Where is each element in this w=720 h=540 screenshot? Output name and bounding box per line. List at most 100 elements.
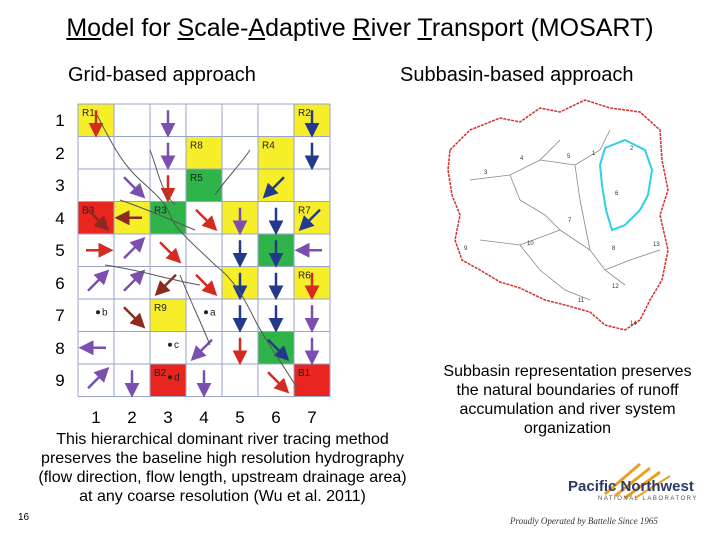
grid-col-label: 7: [307, 408, 317, 427]
subbasin-caption: Subbasin representation preserves the na…: [443, 363, 692, 437]
subbasin-label: 2: [630, 146, 634, 152]
flow-direction-arrow: [262, 176, 285, 199]
logo-lab: NATIONAL LABORATORY: [598, 496, 698, 502]
title-part: S: [177, 14, 195, 42]
flow-direction-arrow: [123, 306, 146, 329]
grid-approach-heading: Grid-based approach: [68, 64, 256, 86]
subbasin-label: 6: [615, 191, 619, 197]
grid-cell-label: R4: [262, 141, 275, 152]
grid-cell-green: [150, 201, 186, 234]
grid-col-label: 2: [127, 408, 137, 427]
river-trace: [149, 149, 176, 206]
flow-direction-arrow: [87, 208, 110, 232]
grid-cell-label: R2: [298, 108, 311, 119]
grid-point-label: a: [210, 307, 216, 318]
subbasin-approach-heading: Subbasin-based approach: [400, 64, 634, 86]
grid-cell-label: B2: [154, 368, 167, 379]
subbasin-label: 1: [592, 151, 596, 157]
flow-direction-arrow: [267, 371, 290, 394]
title-part: A: [248, 14, 266, 42]
grid-point-label: d: [174, 372, 180, 383]
grid-col-label: 4: [199, 408, 209, 427]
grid-col-label: 1: [91, 408, 101, 427]
flow-direction-arrow: [123, 236, 146, 260]
subbasin-label: 8: [612, 246, 616, 252]
subbasin-boundary: [509, 174, 561, 231]
flow-direction-arrow: [195, 273, 218, 297]
grid-row-label: 2: [55, 143, 65, 163]
grid-cell-yellow: [150, 299, 186, 332]
subbasin-label: 4: [520, 156, 524, 162]
title-part: ransport (MOSART): [431, 14, 654, 42]
subbasin-label: 10: [527, 241, 534, 247]
subbasin-boundary: [574, 164, 591, 251]
subbasin-label: 13: [653, 242, 660, 248]
grid-row-label: 9: [55, 371, 65, 390]
grid-row-label: 5: [55, 241, 65, 260]
flow-direction-arrow: [123, 269, 146, 292]
grid-point-label: c: [174, 340, 179, 351]
subbasin-label: 7: [568, 218, 572, 224]
title-part: cale-: [194, 14, 249, 42]
grid-col-label: 3: [163, 408, 173, 427]
title-part: R: [352, 14, 371, 42]
flow-direction-arrow: [123, 176, 146, 199]
grid-caption: This hierarchical dominant river tracing…: [38, 431, 407, 505]
highlighted-subbasin: [598, 138, 654, 232]
grid-point-label: b: [102, 307, 108, 318]
flow-direction-arrow: [267, 338, 290, 362]
river-trace: [104, 264, 201, 286]
subbasin-label: 3: [484, 170, 488, 176]
title-part: daptive: [265, 14, 353, 42]
grid-row-label: 7: [55, 306, 65, 325]
slide-title: Model for Scale-Adaptive River Transport…: [0, 14, 720, 43]
subbasin-boundary: [469, 139, 561, 181]
grid-cell-label: R1: [82, 108, 95, 119]
river-trace: [119, 199, 196, 231]
grid-cell-red: [150, 364, 186, 397]
flow-direction-arrow: [87, 269, 110, 292]
grid-row-label: 6: [55, 273, 65, 293]
subbasin-boundary: [519, 244, 591, 301]
grid-point: [168, 342, 172, 347]
grid-cell-yellow: [186, 136, 222, 169]
grid-cell-label: R7: [298, 206, 311, 217]
grid-point: [204, 310, 208, 315]
subbasin-label: 5: [567, 154, 571, 160]
subbasin-label: 14: [630, 321, 637, 327]
river-trace: [214, 149, 251, 196]
grid-cell-green: [186, 169, 222, 202]
title-part: Mo: [66, 14, 102, 42]
grid-cell-label: R8: [190, 141, 203, 152]
grid-col-label: 6: [271, 408, 281, 427]
grid-cell-red: [294, 364, 330, 397]
flow-direction-arrow: [159, 241, 182, 264]
grid-point: [168, 375, 172, 380]
subbasin-label: 9: [464, 246, 468, 252]
pnnl-logo: Pacific Northwest NATIONAL LABORATORY Pr…: [510, 460, 710, 536]
logo-name: Pacific Northwest: [568, 478, 694, 495]
flow-direction-arrow: [87, 366, 110, 390]
title-part: iver: [370, 14, 418, 42]
river-trace: [96, 114, 298, 389]
basin-outline: [447, 99, 669, 331]
subbasin-label: 12: [612, 284, 619, 290]
grid-cell-label: R6: [298, 271, 311, 282]
grid-point: [96, 310, 100, 315]
grid-cell-label: R5: [190, 173, 203, 184]
slide-number: 16: [18, 512, 30, 523]
flow-direction-arrow: [298, 208, 321, 232]
grid-col-label: 5: [235, 408, 245, 427]
subbasin-boundary: [539, 129, 611, 166]
subbasin-boundary: [559, 229, 626, 286]
grid-row-label: 8: [55, 338, 65, 358]
grid-cell-label: R9: [154, 303, 167, 314]
logo-tagline: Proudly Operated by Battelle Since 1965: [510, 516, 658, 526]
grid-cell-label: R3: [154, 206, 167, 217]
grid-cell-yellow: [258, 136, 294, 169]
logo-mark-icon: [604, 462, 671, 500]
title-part: del for: [101, 14, 178, 42]
grid-row-label: 3: [55, 176, 65, 195]
